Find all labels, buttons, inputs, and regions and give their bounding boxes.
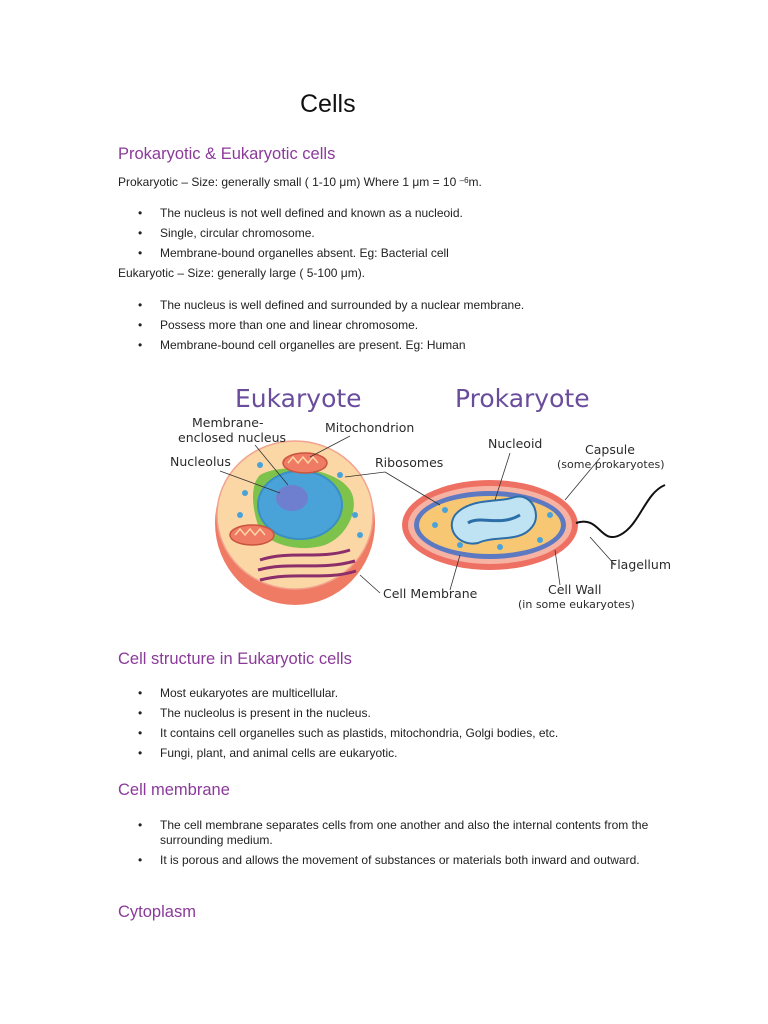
list-item: Possess more than one and linear chromos…	[118, 318, 658, 333]
eukaryotic-size-line: Eukaryotic – Size: generally large ( 5-1…	[118, 266, 366, 280]
prokaryotic-size-text: Prokaryotic – Size: generally small ( 1-…	[118, 175, 460, 189]
ribosome	[442, 507, 448, 513]
ribosome	[357, 532, 363, 538]
list-item: Most eukaryotes are multicellular.	[118, 686, 658, 701]
page-title: Cells	[300, 90, 356, 118]
dna-strand	[467, 513, 521, 525]
label-mitochondrion: Mitochondrion	[325, 420, 414, 435]
prokaryote-cell	[402, 480, 666, 570]
nucleolus	[276, 485, 308, 511]
leader-line	[494, 452, 511, 501]
leader-line	[554, 549, 561, 586]
cell-comparison-diagram: Eukaryote Prokaryote	[170, 384, 671, 611]
section-heading-cytoplasm: Cytoplasm	[118, 903, 196, 921]
ribosome	[457, 542, 463, 548]
leader-line	[384, 471, 441, 506]
label-capsule: Capsule	[585, 442, 635, 457]
ribosome	[537, 537, 543, 543]
cell-membrane-bullet-list: The cell membrane separates cells from o…	[118, 818, 658, 873]
ribosome	[242, 490, 248, 496]
leader-line	[219, 470, 281, 494]
ribosome	[547, 512, 553, 518]
section-heading-cell-membrane: Cell membrane	[118, 781, 230, 799]
golgi	[257, 559, 356, 572]
label-flagellum: Flagellum	[610, 557, 671, 572]
leader-line	[564, 457, 601, 501]
leader-line	[589, 536, 616, 566]
ribosome	[337, 472, 343, 478]
mitochondrion-cristae	[234, 527, 266, 537]
prokaryotic-bullet-list: The nucleus is not well defined and know…	[118, 206, 658, 266]
eukaryote-title: Eukaryote	[235, 384, 362, 413]
leader-line	[449, 554, 461, 591]
exponent: –6	[459, 176, 469, 185]
label-nucleoid: Nucleoid	[488, 436, 542, 451]
prokaryote-title: Prokaryote	[455, 384, 590, 413]
list-item: The nucleus is not well defined and know…	[118, 206, 658, 221]
ribosome	[497, 544, 503, 550]
unit-suffix: m.	[468, 175, 482, 189]
mitochondrion-cristae	[287, 455, 319, 465]
list-item: The nucleolus is present in the nucleus.	[118, 706, 658, 721]
eukaryotic-bullet-list: The nucleus is well defined and surround…	[118, 298, 658, 358]
label-ribosomes: Ribosomes	[375, 455, 443, 470]
leader-lines	[219, 435, 616, 594]
flagellum	[575, 484, 666, 538]
ribosome	[352, 512, 358, 518]
list-item: Membrane-bound organelles absent. Eg: Ba…	[118, 246, 658, 261]
list-item: The cell membrane separates cells from o…	[118, 818, 658, 848]
section-heading-prokaryotic-eukaryotic: Prokaryotic & Eukaryotic cells	[118, 145, 336, 163]
mitochondrion	[229, 524, 275, 546]
ribosome	[237, 512, 243, 518]
leader-line	[309, 435, 351, 458]
list-item: It is porous and allows the movement of …	[118, 853, 658, 868]
label-cell-wall-note: (in some eukaryotes)	[518, 598, 635, 611]
label-capsule-note: (some prokaryotes)	[557, 458, 665, 471]
label-nucleolus: Nucleolus	[170, 454, 231, 469]
list-item: Membrane-bound cell organelles are prese…	[118, 338, 658, 353]
eukaryote-cell	[215, 440, 375, 605]
golgi	[259, 548, 351, 562]
leader-line	[254, 444, 289, 486]
list-item: Fungi, plant, and animal cells are eukar…	[118, 746, 658, 761]
label-membrane-enclosed-1: Membrane-	[192, 415, 264, 430]
list-item: It contains cell organelles such as plas…	[118, 726, 658, 741]
prokaryotic-size-line: Prokaryotic – Size: generally small ( 1-…	[118, 175, 482, 189]
leader-line	[359, 574, 381, 594]
section-heading-cell-structure: Cell structure in Eukaryotic cells	[118, 650, 352, 668]
mitochondrion	[282, 452, 328, 474]
label-membrane-enclosed-2: enclosed nucleus	[178, 430, 286, 445]
label-cell-wall: Cell Wall	[548, 582, 602, 597]
ribosome	[432, 522, 438, 528]
list-item: The nucleus is well defined and surround…	[118, 298, 658, 313]
list-item: Single, circular chromosome.	[118, 226, 658, 241]
golgi	[259, 569, 357, 582]
label-cell-membrane: Cell Membrane	[383, 586, 478, 601]
ribosome	[257, 462, 263, 468]
leader-line	[344, 471, 386, 478]
cell-structure-bullet-list: Most eukaryotes are multicellular. The n…	[118, 686, 658, 766]
